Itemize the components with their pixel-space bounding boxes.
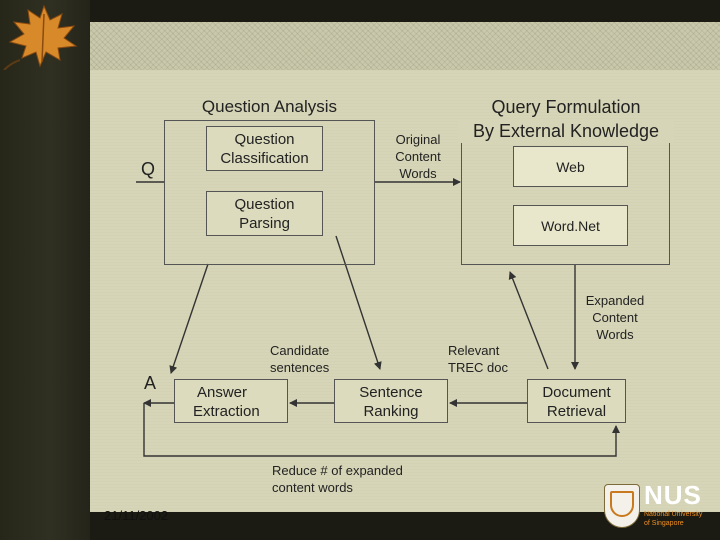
question-analysis-group: [164, 120, 375, 265]
query-formulation-title: Query Formulation By External Knowledge: [458, 95, 674, 143]
retrieval-to-query-arrow: [508, 271, 549, 370]
question-parsing-box: Question Parsing: [206, 191, 323, 236]
wordnet-label: Word.Net: [541, 218, 600, 234]
q-label: Q: [140, 159, 155, 179]
parsing-to-ranking-arrow: [335, 235, 382, 370]
sentence-ranking-line1: Sentence: [359, 384, 423, 401]
original-content-words-line2: Content: [395, 149, 441, 164]
candidate-sentences-line2: sentences: [270, 360, 330, 375]
expanded-content-words-line1: Expanded: [585, 293, 645, 308]
nus-logo-subtitle: National University of Singapore: [644, 510, 702, 528]
relevant-trec-doc-line1: Relevant: [448, 343, 500, 358]
question-analysis-title: Question Analysis: [201, 97, 338, 116]
question-classification-box: Question Classification: [206, 126, 323, 171]
a-label: A: [143, 373, 156, 393]
question-classification-line1: Question: [234, 131, 295, 148]
left-frame: [0, 0, 90, 540]
slide-date: 21/11/2002: [104, 508, 169, 523]
university-crest-icon: [604, 484, 640, 528]
nus-logo: NUS National University of Singapore: [604, 480, 712, 530]
answer-extraction-line2: Extraction: [193, 402, 260, 420]
original-content-words-line1: Original: [395, 132, 441, 147]
web-box: Web: [513, 146, 628, 187]
query-formulation-title-line2: By External Knowledge: [458, 119, 674, 143]
answer-extraction-line1: Answer: [197, 384, 248, 401]
wordnet-box: Word.Net: [513, 205, 628, 246]
nus-logo-subtitle-line1: National University: [644, 511, 703, 518]
question-parsing-line1: Question: [234, 196, 295, 213]
relevant-trec-doc-line2: TREC doc: [448, 360, 508, 375]
reduce-expanded-line1: Reduce # of expanded: [272, 463, 403, 478]
original-content-words-label: Original Content Words: [382, 131, 454, 182]
candidate-sentences-line1: Candidate: [270, 343, 330, 358]
candidate-sentences-label: Candidate sentences: [270, 342, 352, 376]
document-retrieval-box: Document Retrieval: [527, 379, 626, 423]
document-retrieval-line2: Retrieval: [546, 402, 607, 420]
feedback-loop-arrow: [143, 403, 620, 457]
sentence-ranking-box: Sentence Ranking: [334, 379, 448, 423]
reduce-expanded-label: Reduce # of expanded content words: [272, 462, 432, 496]
question-classification-line2: Classification: [220, 149, 309, 167]
header-band: [90, 22, 720, 70]
expanded-content-words-line3: Words: [596, 327, 634, 342]
analysis-to-a-arrow: [169, 263, 209, 374]
document-retrieval-line1: Document: [542, 384, 611, 401]
sentence-ranking-line2: Ranking: [363, 402, 419, 420]
answer-extraction-box: Answer Extraction: [174, 379, 288, 423]
reduce-expanded-line2: content words: [272, 480, 353, 495]
nus-logo-subtitle-line2: of Singapore: [644, 520, 684, 527]
relevant-trec-doc-label: Relevant TREC doc: [448, 342, 530, 376]
expanded-content-words-line2: Content: [592, 310, 638, 325]
question-parsing-line2: Parsing: [239, 214, 290, 232]
maple-leaf-icon: [3, 4, 78, 70]
web-label: Web: [556, 159, 585, 175]
original-content-words-line3: Words: [399, 166, 437, 181]
nus-logo-text: NUS: [644, 480, 702, 510]
query-formulation-title-line1: Query Formulation: [491, 97, 641, 117]
expanded-content-words-label: Expanded Content Words: [574, 292, 656, 343]
